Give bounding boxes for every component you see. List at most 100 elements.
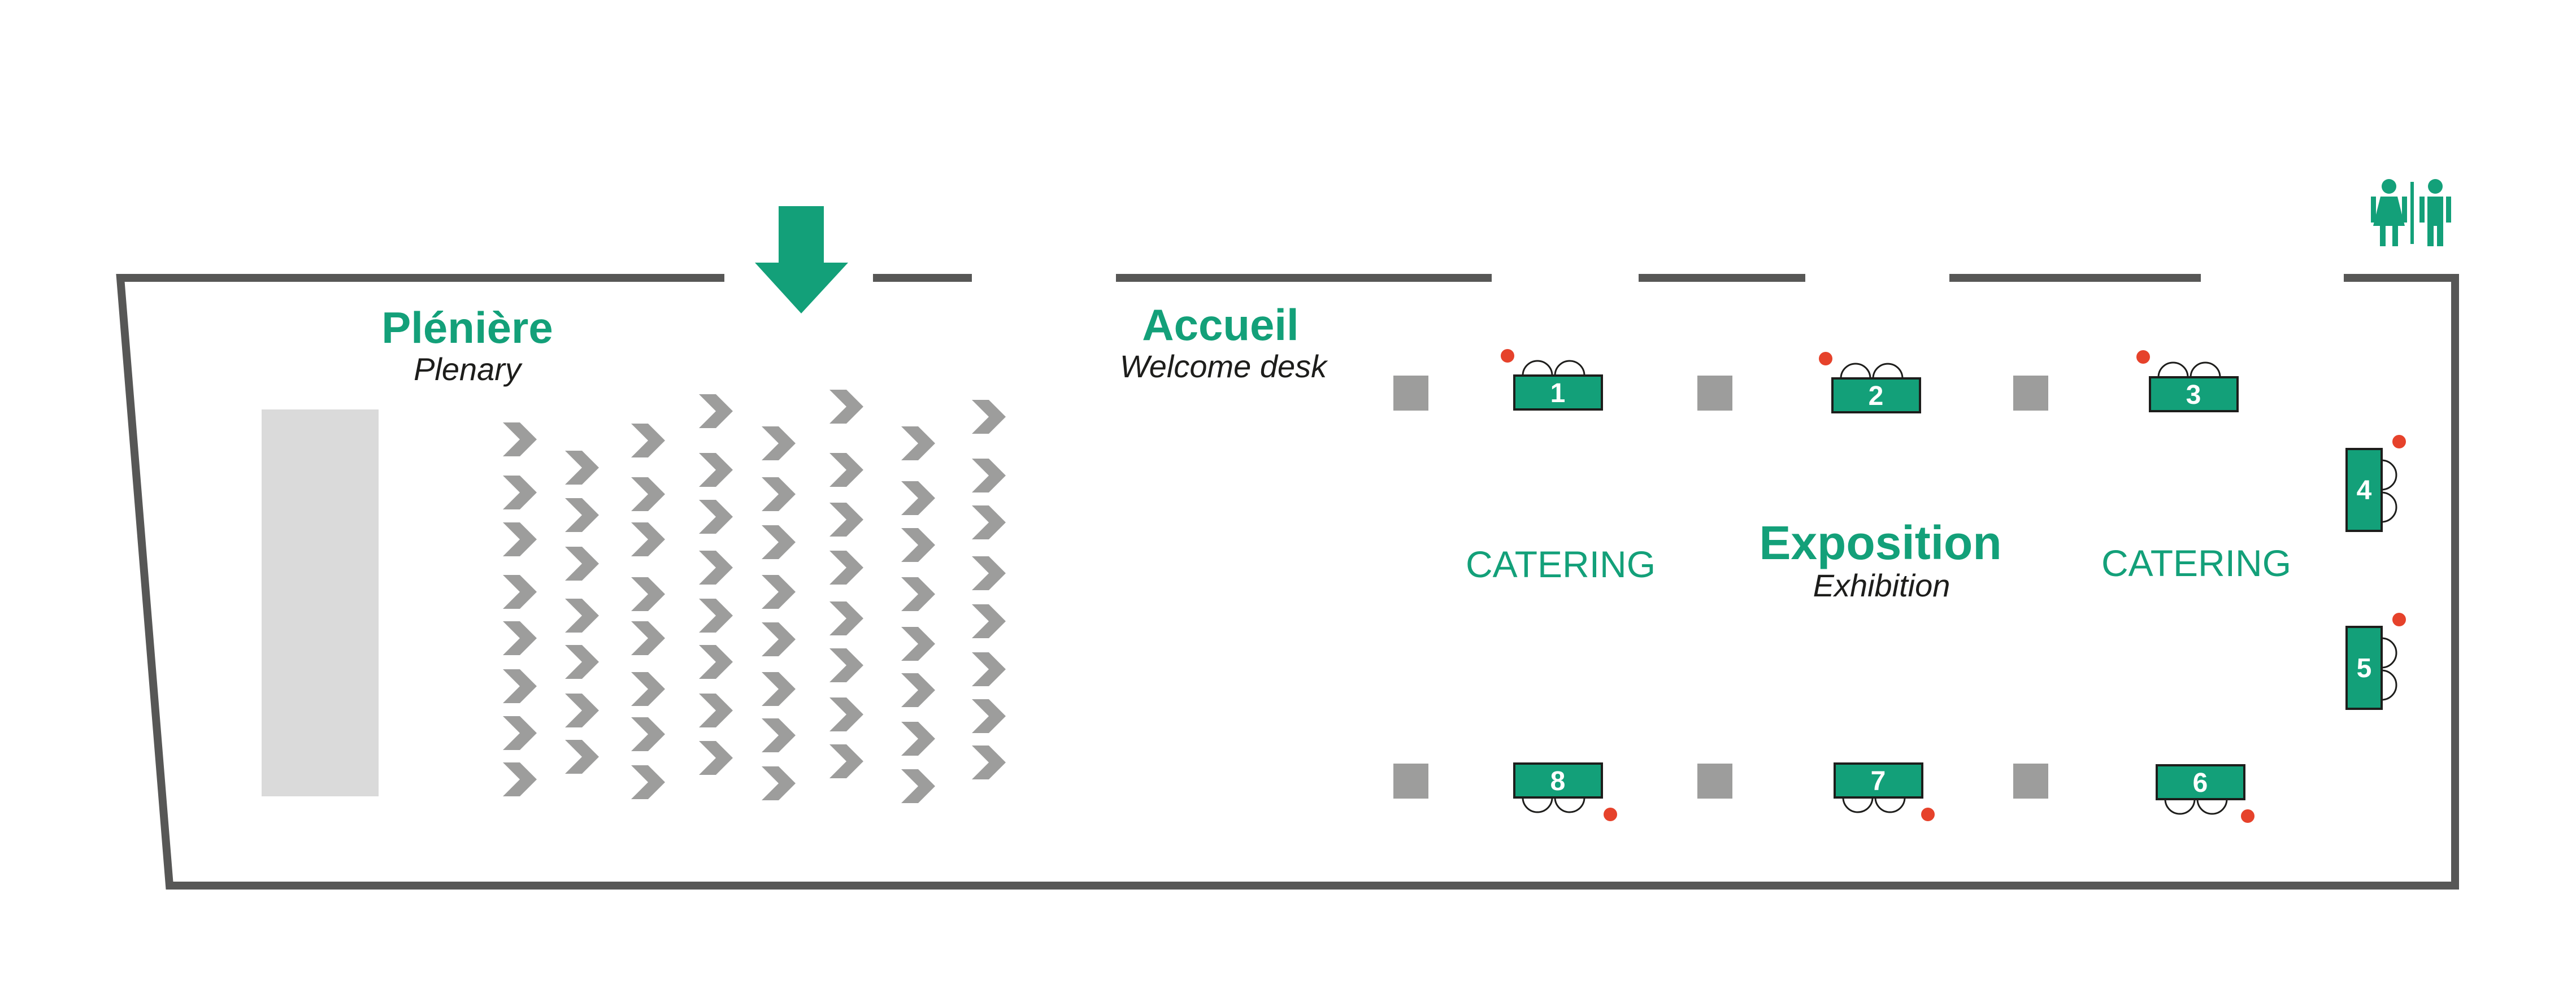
chevron-right-icon	[699, 645, 733, 679]
chevron-right-icon	[829, 601, 863, 635]
chevron-right-icon	[631, 577, 665, 611]
dot-icon	[1819, 352, 1832, 365]
chevron-right-icon	[972, 604, 1006, 638]
chevron-right-icon	[631, 477, 665, 511]
chevron-right-icon	[762, 477, 796, 511]
booth-7[interactable]: 7	[1834, 762, 1935, 821]
chevron-right-icon	[901, 528, 935, 562]
chevron-right-icon	[762, 718, 796, 752]
square-icon	[2013, 376, 2048, 411]
booth-3[interactable]: 3	[2136, 350, 2239, 412]
chevron-right-icon	[972, 556, 1006, 590]
chevron-right-icon	[901, 627, 935, 661]
chevron-right-icon	[901, 673, 935, 707]
chevron-right-icon	[972, 400, 1006, 434]
dot-icon	[1501, 349, 1514, 363]
dot-icon	[2392, 613, 2406, 626]
pillars	[1393, 376, 2048, 799]
plenary-subtitle: Plenary	[414, 351, 523, 387]
chevron-right-icon	[699, 599, 733, 633]
chevron-right-icon	[829, 390, 863, 424]
chevron-right-icon	[565, 694, 599, 727]
chevron-right-icon	[762, 622, 796, 656]
chevron-right-icon	[565, 498, 599, 532]
chevron-right-icon	[972, 746, 1006, 779]
chevron-right-icon	[503, 575, 537, 609]
chevron-right-icon	[503, 522, 537, 556]
chevron-right-icon	[699, 741, 733, 775]
dot-icon	[1921, 808, 1935, 821]
catering-left: CATERING	[1466, 543, 1656, 585]
catering-right: CATERING	[2101, 542, 2291, 584]
plenary-seating	[503, 390, 1006, 803]
booth-4[interactable]: 4	[2345, 435, 2406, 532]
restroom-icon	[2371, 179, 2451, 246]
chevron-right-icon	[565, 645, 599, 679]
booth-number: 3	[2186, 380, 2201, 410]
chevron-right-icon	[829, 744, 863, 778]
booth-8[interactable]: 8	[1513, 762, 1617, 821]
walls	[116, 274, 2459, 890]
chevron-right-icon	[901, 769, 935, 803]
chevron-right-icon	[503, 762, 537, 796]
chevron-right-icon	[901, 481, 935, 515]
chevron-right-icon	[503, 422, 537, 456]
booth-number: 8	[1550, 766, 1566, 796]
square-icon	[1697, 764, 1732, 799]
chevron-right-icon	[699, 694, 733, 727]
chevron-right-icon	[829, 503, 863, 537]
dot-icon	[2241, 809, 2254, 823]
booth-2[interactable]: 2	[1819, 352, 1921, 413]
chevron-right-icon	[503, 476, 537, 509]
chevron-right-icon	[972, 459, 1006, 492]
chevron-right-icon	[631, 765, 665, 799]
square-icon	[1393, 764, 1428, 799]
chevron-right-icon	[565, 740, 599, 774]
chevron-right-icon	[565, 547, 599, 581]
chevron-right-icon	[762, 672, 796, 706]
chevron-right-icon	[631, 522, 665, 556]
chevron-right-icon	[762, 426, 796, 460]
square-icon	[1393, 376, 1428, 411]
chevron-right-icon	[829, 698, 863, 731]
chevron-right-icon	[972, 652, 1006, 686]
chevron-right-icon	[631, 717, 665, 751]
chevron-right-icon	[901, 426, 935, 460]
booth-number: 6	[2193, 768, 2208, 798]
dot-icon	[2392, 435, 2406, 448]
booth-number: 4	[2357, 476, 2372, 505]
chevron-right-icon	[901, 722, 935, 756]
chevron-right-icon	[972, 505, 1006, 539]
chevron-right-icon	[699, 453, 733, 487]
booth-number: 5	[2357, 653, 2372, 683]
outer-wall	[116, 274, 2459, 890]
welcome-subtitle: Welcome desk	[1120, 348, 1328, 384]
booth-6[interactable]: 6	[2156, 764, 2254, 823]
chevron-right-icon	[565, 451, 599, 485]
booth-1[interactable]: 1	[1501, 349, 1603, 411]
chevron-right-icon	[829, 551, 863, 585]
chevron-right-icon	[565, 599, 599, 633]
booth-number: 2	[1869, 381, 1884, 411]
chevron-right-icon	[631, 621, 665, 655]
arrow-down-icon	[755, 206, 848, 313]
chevron-right-icon	[901, 577, 935, 611]
chevron-right-icon	[503, 716, 537, 750]
booth-5[interactable]: 5	[2345, 613, 2406, 710]
chevron-right-icon	[829, 453, 863, 487]
chevron-right-icon	[762, 766, 796, 800]
welcome-title: Accueil	[1142, 300, 1298, 350]
dot-icon	[1604, 808, 1617, 821]
chevron-right-icon	[699, 500, 733, 534]
exhibition-subtitle: Exhibition	[1813, 568, 1951, 603]
chevron-right-icon	[699, 551, 733, 585]
chevron-right-icon	[699, 394, 733, 428]
chevron-right-icon	[631, 424, 665, 457]
plenary-title: Plénière	[381, 303, 553, 352]
chevron-right-icon	[829, 648, 863, 682]
booth-number: 7	[1871, 766, 1886, 796]
exhibition-title: Exposition	[1759, 516, 2001, 569]
booth-number: 1	[1550, 378, 1566, 408]
dot-icon	[2136, 350, 2150, 364]
